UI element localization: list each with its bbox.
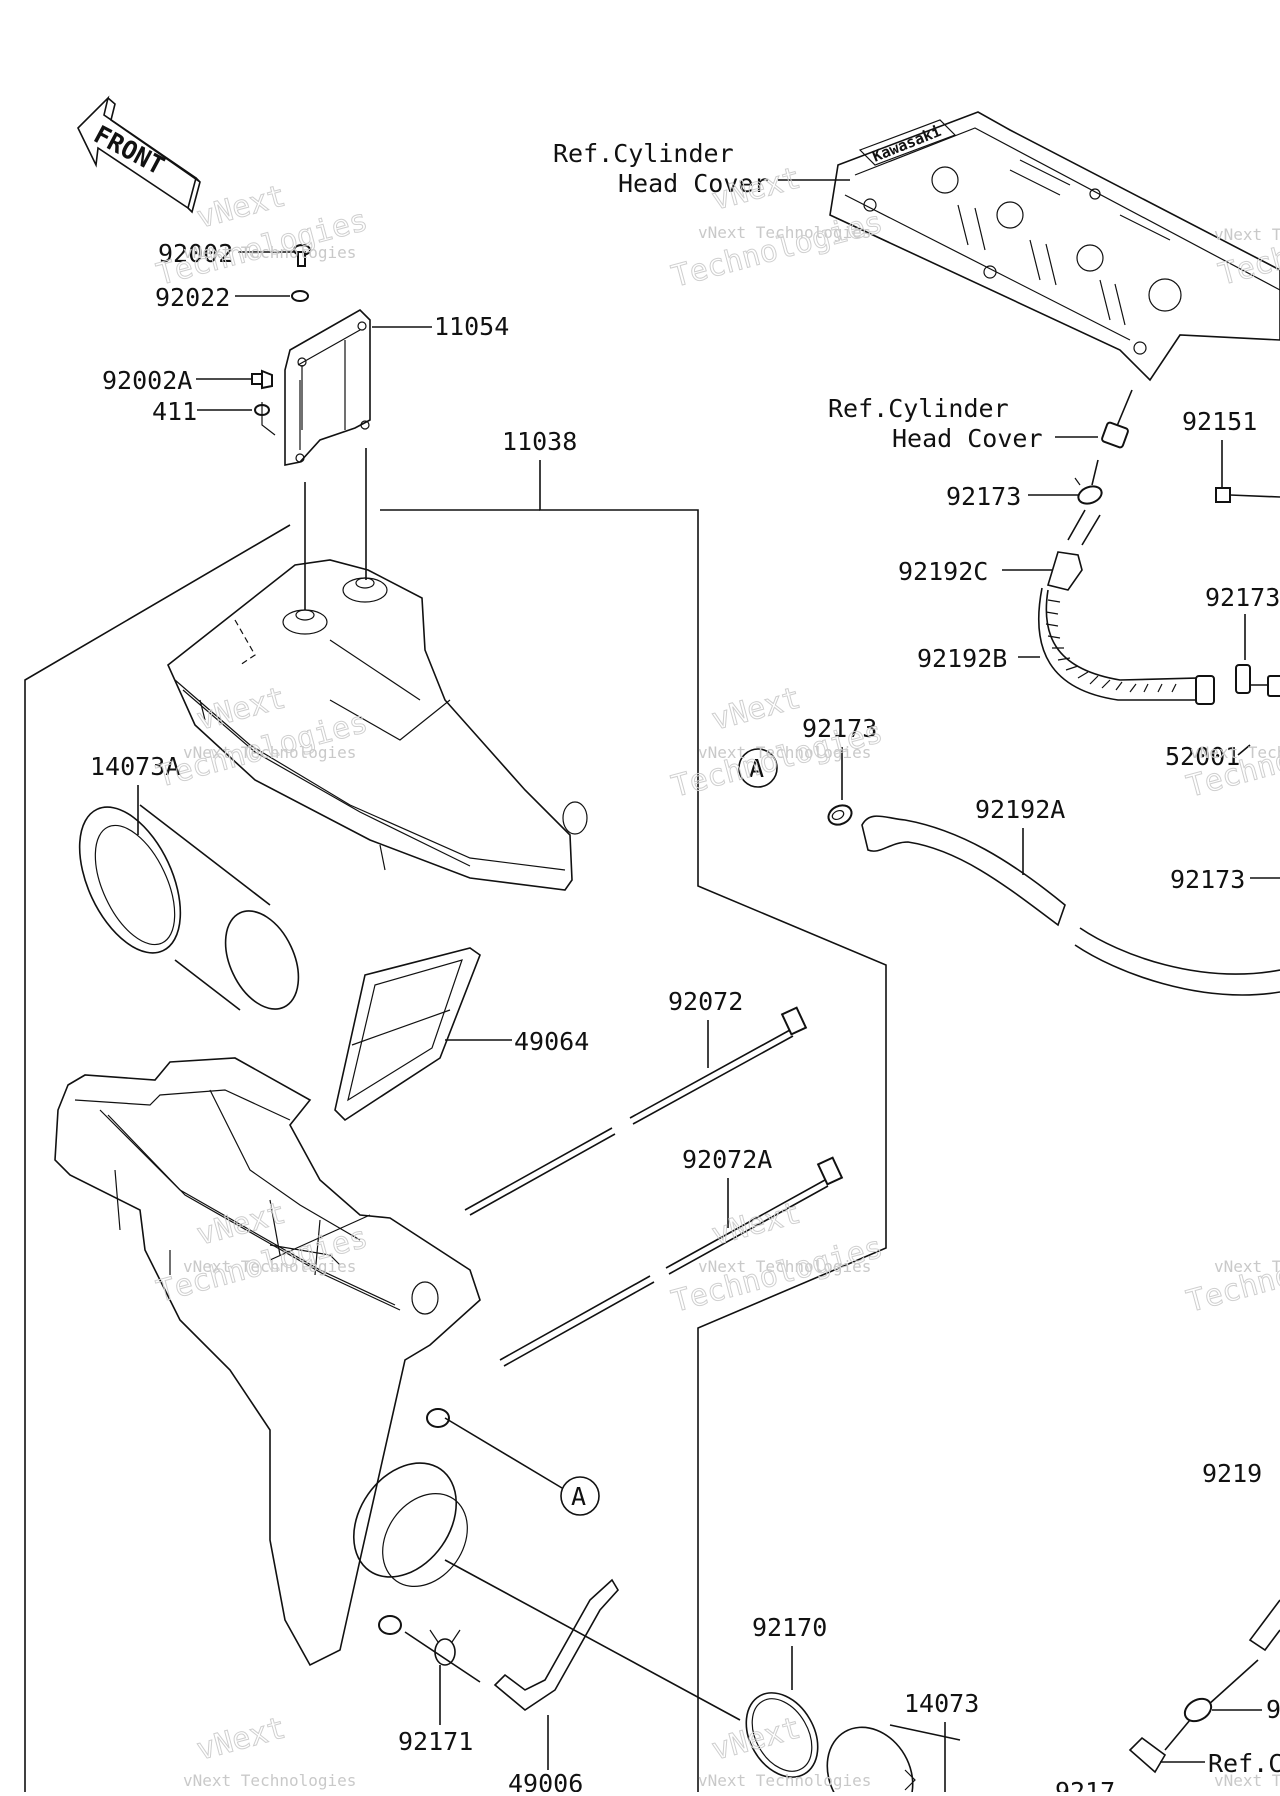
watermarks: vNext Technologies vNext Technologies vN… bbox=[153, 160, 1280, 1790]
bolt-92151 bbox=[1215, 487, 1280, 503]
hose-92192B bbox=[1038, 587, 1215, 705]
label-92192B: 92192B bbox=[917, 644, 1007, 673]
callout-a-upper bbox=[738, 748, 778, 788]
callout-a-upper-label: A bbox=[749, 754, 764, 783]
clamp-92173-top bbox=[1074, 477, 1103, 505]
bolt-92002A bbox=[251, 369, 273, 390]
label-92002: 92002 bbox=[158, 239, 233, 268]
filter-14073A bbox=[78, 804, 300, 1011]
label-49064: 49064 bbox=[514, 1027, 589, 1056]
svg-text:vNext Technologies: vNext Technologies bbox=[183, 1257, 356, 1276]
label-9-partial: 9 bbox=[1266, 1695, 1280, 1724]
label-92192A: 92192A bbox=[975, 795, 1065, 824]
label-92170: 92170 bbox=[752, 1613, 827, 1642]
svg-text:vNext Technologies: vNext Technologies bbox=[183, 243, 356, 262]
label-411: 411 bbox=[152, 397, 197, 426]
label-92072A: 92072A bbox=[682, 1145, 772, 1174]
label-ref-cyl-head-cover-1a: Ref.Cylinder bbox=[553, 139, 734, 168]
svg-text:vNext Technologies: vNext Technologies bbox=[1214, 1771, 1280, 1790]
washer-92022 bbox=[291, 290, 309, 302]
label-52001: 52001 bbox=[1165, 742, 1240, 771]
hose-92192A bbox=[861, 815, 1280, 996]
svg-text:vNext Technologies: vNext Technologies bbox=[1214, 1257, 1280, 1276]
gasket-49064 bbox=[334, 947, 481, 1122]
label-ref-partial: Ref.C bbox=[1208, 1749, 1280, 1778]
svg-text:vNext Technologies: vNext Technologies bbox=[1214, 225, 1280, 244]
label-92173-lower: 92173 bbox=[1170, 865, 1245, 894]
svg-text:Technologies: Technologies bbox=[1215, 203, 1280, 293]
label-92173-right: 92173 bbox=[1205, 583, 1280, 612]
air-box-case bbox=[54, 1057, 481, 1667]
cylinder-head-cover: Kawasaki bbox=[829, 111, 1280, 382]
hose-lower-right bbox=[1128, 1599, 1280, 1774]
callout-a-lower-label: A bbox=[571, 1482, 586, 1511]
bracket-11054 bbox=[284, 309, 371, 466]
svg-text:vNext Technologies: vNext Technologies bbox=[698, 223, 871, 242]
label-92002A: 92002A bbox=[102, 366, 192, 395]
svg-text:vNext Technologies: vNext Technologies bbox=[183, 1771, 356, 1790]
label-92022: 92022 bbox=[155, 283, 230, 312]
front-arrow-icon: FRONT bbox=[77, 95, 201, 214]
svg-text:Technologies: Technologies bbox=[1183, 1230, 1280, 1320]
label-ref-cyl-head-cover-1b: Head Cover bbox=[618, 169, 769, 198]
label-ref-cyl-head-cover-2a: Ref.Cylinder bbox=[828, 394, 1009, 423]
svg-text:vNext: vNext bbox=[708, 681, 804, 738]
label-92173-mid: 92173 bbox=[802, 714, 877, 743]
label-49006: 49006 bbox=[508, 1769, 583, 1792]
label-92072: 92072 bbox=[668, 987, 743, 1016]
cable-tie-92072 bbox=[464, 1006, 808, 1216]
clamp-92173-right bbox=[1235, 664, 1280, 697]
svg-text:vNext Technologies: vNext Technologies bbox=[183, 743, 356, 762]
cable-tie-92072A bbox=[499, 1156, 844, 1367]
label-14073A: 14073A bbox=[90, 752, 180, 781]
label-ref-cyl-head-cover-2b: Head Cover bbox=[892, 424, 1043, 453]
svg-text:vNext: vNext bbox=[193, 1711, 289, 1768]
svg-text:vNext: vNext bbox=[708, 1711, 804, 1768]
clamp-92173-mid bbox=[827, 804, 853, 826]
svg-text:vNext Technologies: vNext Technologies bbox=[698, 1771, 871, 1790]
bolt-92002 bbox=[293, 244, 311, 267]
clamp-92170 bbox=[745, 1692, 819, 1778]
label-9219-partial: 9219 bbox=[1202, 1459, 1262, 1488]
label-92192C: 92192C bbox=[898, 557, 988, 586]
clamp-92171 bbox=[429, 1629, 461, 1666]
label-9217-partial: 9217 bbox=[1055, 1777, 1115, 1792]
hose-92192C bbox=[1046, 509, 1101, 591]
label-11054: 11054 bbox=[434, 312, 509, 341]
label-92173-top: 92173 bbox=[946, 482, 1021, 511]
label-92151: 92151 bbox=[1182, 407, 1257, 436]
svg-text:vNext Technologies: vNext Technologies bbox=[698, 1257, 871, 1276]
front-label: FRONT bbox=[89, 120, 169, 181]
svg-text:vNext Technologies: vNext Technologies bbox=[698, 743, 871, 762]
label-11038: 11038 bbox=[502, 427, 577, 456]
svg-text:vNext: vNext bbox=[708, 1196, 804, 1253]
air-box-cover bbox=[167, 559, 588, 891]
hose-49006 bbox=[493, 1578, 619, 1711]
svg-text:Technologies: Technologies bbox=[668, 205, 886, 295]
svg-text:vNext Technologies: vNext Technologies bbox=[1190, 743, 1280, 762]
label-14073: 14073 bbox=[904, 1689, 979, 1718]
callout-a-lower bbox=[560, 1476, 600, 1516]
label-92171: 92171 bbox=[398, 1727, 473, 1756]
